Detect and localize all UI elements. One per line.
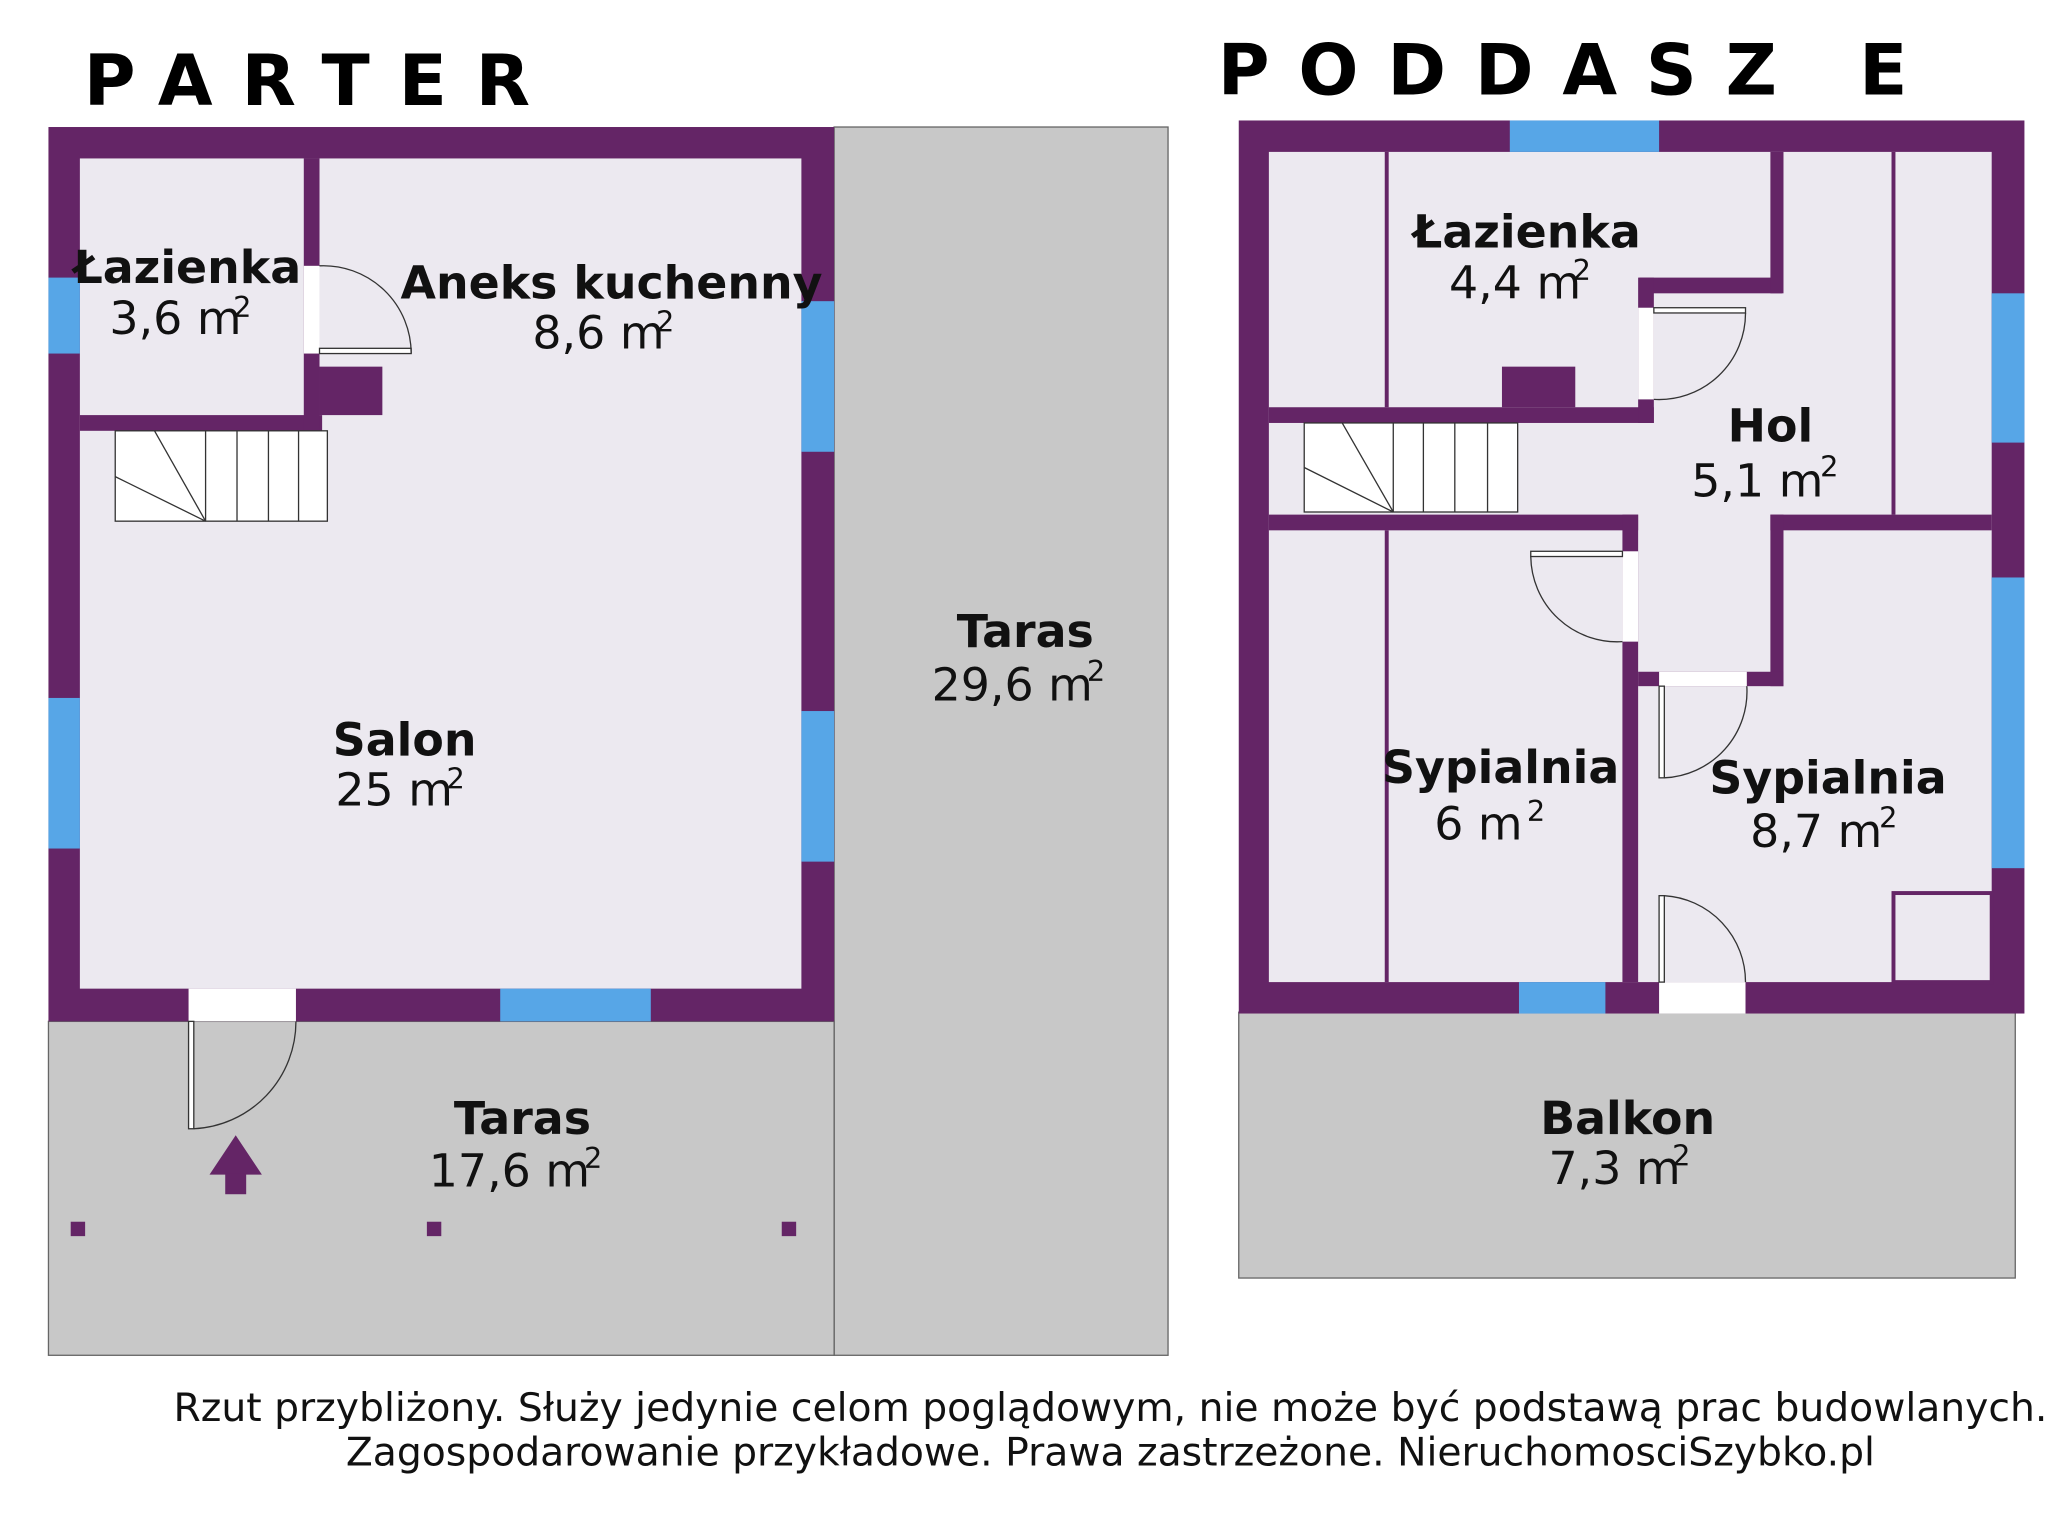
room-name-hall: Hol (1728, 398, 1814, 452)
disclaimer-line-1: Rzut przybliżony. Służy jedynie celom po… (173, 1386, 2047, 1431)
area-unit-exponent: 2 (1820, 450, 1838, 484)
room-area-living-room: 25 m (335, 762, 453, 816)
staircase (114, 430, 329, 522)
room-area-bathroom: 3,6 m (109, 291, 241, 345)
balcony (1238, 1011, 2016, 1279)
area-unit-exponent: 2 (233, 290, 251, 324)
window-kitchen-right (801, 301, 835, 452)
room-name-living-room: Salon (333, 713, 477, 767)
side-terrace (833, 126, 1169, 1356)
window-attic-right-lower (1991, 577, 2025, 869)
entrance-door-opening (188, 988, 296, 1022)
room-area-hall: 5,1 m (1691, 453, 1823, 507)
ground-floor-floor (79, 158, 802, 989)
room-name-side-terrace: Taras (957, 604, 1094, 658)
attic-knee-walls (1384, 151, 1994, 985)
ground-floor-title: PARTER (84, 39, 559, 122)
room-name-bathroom: Łazienka (70, 240, 301, 294)
disclaimer-line-2: Zagospodarowanie przykładowe. Prawa zast… (346, 1430, 1875, 1475)
area-unit-exponent: 2 (1573, 253, 1591, 287)
room-area-kitchenette: 8,6 m (532, 305, 664, 359)
bathroom-door[interactable] (318, 265, 412, 355)
terrace-post (781, 1221, 797, 1237)
window-attic-right-upper (1991, 293, 2025, 443)
room-area-balcony: 7,3 m (1549, 1141, 1681, 1195)
area-unit-exponent: 2 (1879, 801, 1897, 835)
small-bedroom-door-opening (1622, 551, 1639, 642)
front-terrace (47, 1020, 835, 1356)
attic-title: PODDASZ E (1218, 28, 1936, 111)
area-unit-exponent: 2 (447, 761, 465, 795)
attic-interior-walls (1268, 151, 1992, 983)
room-name-balcony: Balkon (1540, 1091, 1715, 1145)
window-living-bottom (500, 988, 651, 1022)
entrance-door[interactable] (187, 1020, 297, 1130)
room-name-kitchenette: Aneks kuchenny (401, 256, 823, 310)
large-bedroom-door-opening (1659, 671, 1747, 687)
window-attic-top (1509, 120, 1660, 152)
area-unit-exponent: 2 (1527, 794, 1545, 828)
area-unit-exponent: 2 (584, 1141, 602, 1175)
room-name-attic-bathroom: Łazienka (1410, 204, 1641, 258)
attic-bathroom-door[interactable] (1653, 307, 1747, 401)
attic-bathroom-door-opening (1638, 307, 1654, 400)
room-area-large-bedroom: 8,7 m (1750, 804, 1882, 858)
bathroom-door-opening (303, 265, 320, 354)
entrance-arrow-icon (209, 1135, 262, 1195)
small-bedroom-door[interactable] (1530, 550, 1624, 643)
chimney-block (319, 366, 383, 416)
room-area-attic-bathroom: 4,4 m (1449, 256, 1581, 310)
balcony-door-opening (1659, 982, 1746, 1014)
bathroom-wall-horizontal (79, 415, 323, 431)
area-unit-exponent: 2 (656, 304, 674, 338)
area-unit-exponent: 2 (1672, 1138, 1690, 1172)
window-living-right (801, 711, 835, 862)
terrace-post (70, 1221, 86, 1237)
room-name-front-terrace: Taras (454, 1091, 591, 1145)
balcony-door[interactable] (1658, 895, 1747, 983)
window-bathroom (48, 277, 80, 354)
area-unit-exponent: 2 (1087, 654, 1105, 688)
room-area-small-bedroom: 6 m (1434, 796, 1522, 850)
room-area-side-terrace: 29,6 m (932, 658, 1093, 712)
room-area-front-terrace: 17,6 m (429, 1143, 590, 1197)
room-name-small-bedroom: Sypialnia (1382, 740, 1619, 794)
room-name-large-bedroom: Sypialnia (1709, 751, 1946, 805)
attic-staircase (1303, 422, 1519, 513)
terrace-post (426, 1221, 442, 1237)
large-bedroom-door[interactable] (1658, 685, 1748, 779)
window-living-left (48, 697, 80, 849)
window-attic-bottom (1518, 982, 1606, 1014)
